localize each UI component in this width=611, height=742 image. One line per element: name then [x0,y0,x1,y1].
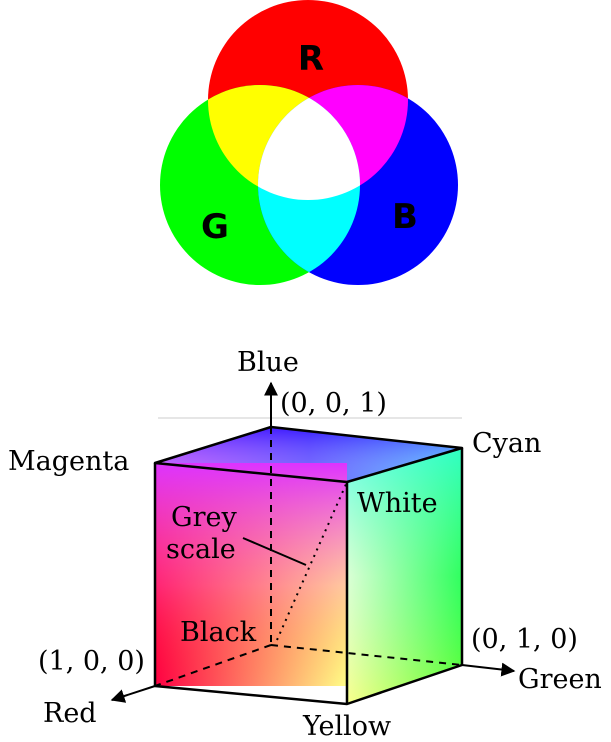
corner-label-white: White [357,488,438,519]
rgb-cube: Blue (0, 0, 1) Magenta Cyan White Grey s… [8,347,602,742]
coord-label-red: (1, 0, 0) [38,646,145,677]
greyscale-diagonal [276,481,348,641]
red-axis-arrow [110,685,156,703]
axis-label-green: Green [518,664,602,695]
label-b: B [392,197,418,237]
hidden-edge-green [270,644,463,666]
corner-label-cyan: Cyan [472,428,541,459]
green-axis-arrow [461,662,516,677]
axis-label-red: Red [43,698,97,729]
rgb-venn-diagram: R G B [160,0,458,285]
greyscale-label-line1: Grey [171,502,237,533]
greyscale-label-line2: scale [166,534,236,565]
white-overlap [258,85,360,200]
label-r: R [298,39,324,79]
corner-label-magenta: Magenta [8,446,129,477]
greyscale-pointer [242,537,307,566]
coord-label-green: (0, 1, 0) [471,624,578,655]
axis-label-blue: Blue [237,347,299,378]
corner-label-yellow: Yellow [302,711,391,742]
label-g: G [201,207,229,247]
corner-label-black: Black [180,617,257,648]
coord-label-blue: (0, 0, 1) [280,388,387,419]
